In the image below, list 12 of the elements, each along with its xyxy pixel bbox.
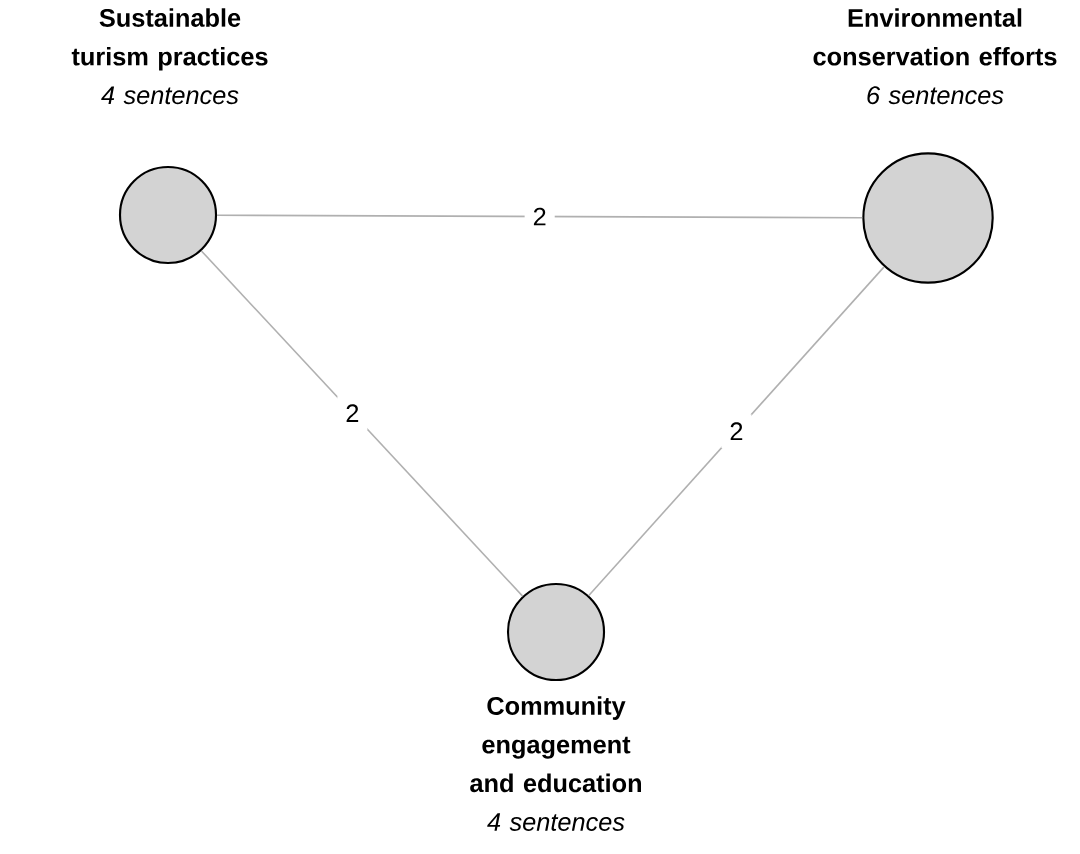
connector-line bbox=[216, 214, 864, 219]
edge-label: 2 bbox=[524, 199, 555, 234]
edge-label: 2 bbox=[721, 414, 752, 449]
node-label: Community engagement and education 4 sentences bbox=[470, 696, 641, 831]
edge-label: 2 bbox=[337, 396, 368, 430]
node-label: Environmental conservation efforts 6 sentences bbox=[813, 8, 1057, 105]
circle bbox=[862, 152, 994, 284]
circle bbox=[506, 582, 606, 682]
connector-line bbox=[200, 250, 524, 597]
node-label: Sustainable turism practices 4 sentences bbox=[71, 8, 268, 105]
circle bbox=[118, 165, 218, 265]
connector-line bbox=[588, 266, 885, 597]
